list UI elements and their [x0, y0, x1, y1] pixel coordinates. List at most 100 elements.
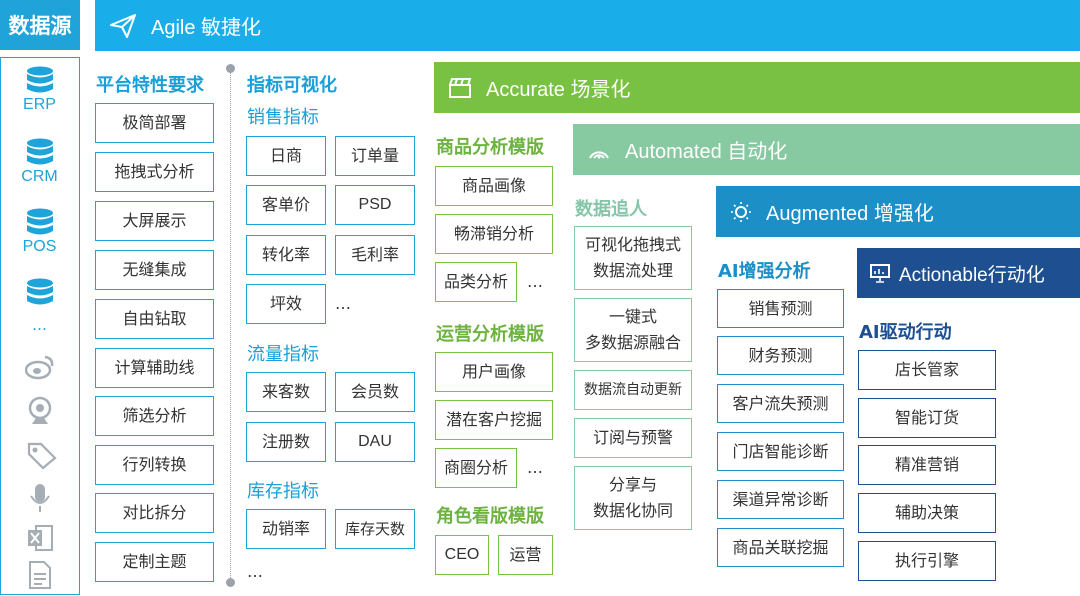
metric-item: 订单量: [335, 136, 415, 176]
banner-actionable-title: Actionable行动化: [899, 264, 1045, 286]
platform-item: 自由钻取: [95, 299, 214, 339]
scenario-item: 商圈分析: [435, 448, 517, 488]
platform-item: 筛选分析: [95, 396, 214, 436]
scenario-item: 畅滞销分析: [435, 214, 553, 254]
metric-item: 会员数: [335, 372, 415, 412]
metric-item: 坪效: [246, 284, 326, 324]
automation-item: 订阅与预警: [574, 418, 692, 458]
platform-item: 计算辅助线: [95, 348, 214, 388]
datasource-item-erp: ERP: [1, 66, 78, 114]
banner-automated: Automated 自动化: [573, 124, 1080, 175]
datasource-label: ERP: [23, 96, 56, 113]
inventory-metrics-title: 库存指标: [247, 481, 319, 502]
automation-item: 可视化拖拽式 数据流处理: [574, 226, 692, 290]
metric-item: 动销率: [246, 509, 326, 549]
actionable-item: 辅助决策: [858, 493, 996, 533]
excel-icon: [28, 525, 53, 551]
metric-item: 日商: [246, 136, 326, 176]
metric-item: PSD: [335, 185, 415, 225]
scenario-item: 商品画像: [435, 166, 553, 206]
scenario-item: 运营: [498, 535, 553, 575]
weibo-icon: [25, 355, 54, 380]
datasource-item-crm: CRM: [1, 138, 78, 186]
product-templates-more: …: [527, 272, 543, 291]
platform-item: 无缝集成: [95, 250, 214, 290]
banner-accurate-title: Accurate 场景化: [486, 79, 631, 101]
presentation-icon: [869, 262, 891, 284]
role-templates-title: 角色看版模版: [436, 506, 544, 527]
operation-templates-more: …: [527, 458, 543, 477]
augmented-item: 客户流失预测: [717, 384, 844, 423]
platform-item: 拖拽式分析: [95, 152, 214, 192]
automation-item-line: 数据流处理: [592, 261, 673, 280]
datasource-label: CRM: [21, 168, 58, 185]
lightbulb-icon: [730, 201, 752, 223]
automation-item-line: 多数据源融合: [584, 333, 681, 352]
metric-item: 库存天数: [335, 509, 415, 549]
augmented-item: 销售预测: [717, 289, 844, 328]
database-icon: [26, 66, 53, 93]
automation-item: 分享与 数据化协同: [574, 466, 692, 530]
scenario-item: 用户画像: [435, 352, 553, 392]
sales-metrics-more: …: [335, 294, 351, 313]
datasource-panel: ERP CRM POS …: [0, 57, 80, 595]
augmented-item: 渠道异常诊断: [717, 480, 844, 519]
automation-title: 数据追人: [575, 199, 647, 220]
automation-item-line: 分享与: [608, 475, 657, 495]
paper-plane-icon: [109, 13, 137, 39]
inventory-metrics-more: …: [247, 562, 263, 581]
augmented-item: 财务预测: [717, 336, 844, 375]
datasource-ellipsis: …: [32, 316, 47, 334]
actionable-item: 执行引擎: [858, 541, 996, 581]
automation-item: 数据流自动更新: [574, 370, 692, 410]
augmented-title: AI增强分析: [718, 261, 811, 282]
column-divider: [230, 70, 231, 582]
platform-item: 大屏展示: [95, 201, 214, 241]
tag-icon: [27, 442, 57, 470]
signal-icon: [587, 139, 611, 161]
metric-item: 客单价: [246, 185, 326, 225]
platform-item: 定制主题: [95, 542, 214, 582]
platform-title: 平台特性要求: [96, 75, 204, 96]
datasource-label: POS: [22, 238, 57, 255]
metric-item: DAU: [335, 422, 415, 462]
database-icon: [26, 138, 53, 165]
automation-item-line: 可视化拖拽式: [584, 235, 681, 255]
sales-metrics-title: 销售指标: [247, 107, 319, 128]
datasource-item-other: [1, 278, 78, 306]
banner-accurate: Accurate 场景化: [434, 62, 1080, 113]
platform-item: 极简部署: [95, 103, 214, 143]
banner-agile-title: Agile 敏捷化: [151, 17, 262, 39]
divider-dot: [226, 578, 235, 587]
datasource-item-pos: POS: [1, 208, 78, 256]
banner-automated-title: Automated 自动化: [625, 141, 788, 163]
actionable-title: AI驱动行动: [859, 322, 952, 343]
database-icon: [26, 278, 53, 305]
metric-item: 注册数: [246, 422, 326, 462]
banner-agile: Agile 敏捷化: [95, 0, 1080, 51]
datasource-title: 数据源: [0, 0, 80, 50]
database-icon: [26, 208, 53, 235]
traffic-metrics-title: 流量指标: [247, 344, 319, 365]
scenario-item: CEO: [435, 535, 489, 575]
banner-augmented: Augmented 增强化: [716, 186, 1080, 237]
platform-item: 行列转换: [95, 445, 214, 485]
webcam-icon: [28, 396, 52, 424]
augmented-item: 门店智能诊断: [717, 432, 844, 471]
clapperboard-icon: [448, 77, 472, 99]
scenario-item: 潜在客户挖掘: [435, 400, 553, 440]
actionable-item: 店长管家: [858, 350, 996, 390]
microphone-icon: [30, 484, 50, 512]
automation-item-line: 数据化协同: [592, 501, 673, 520]
metrics-title: 指标可视化: [247, 75, 337, 96]
augmented-item: 商品关联挖掘: [717, 528, 844, 567]
metric-item: 毛利率: [335, 235, 415, 275]
operation-templates-title: 运营分析模版: [436, 324, 544, 345]
metric-item: 来客数: [246, 372, 326, 412]
document-icon: [29, 561, 51, 589]
automation-item: 一键式 多数据源融合: [574, 298, 692, 362]
divider-dot: [226, 64, 235, 73]
metric-item: 转化率: [246, 235, 326, 275]
scenario-item: 品类分析: [435, 262, 517, 302]
banner-actionable: Actionable行动化: [857, 248, 1080, 298]
